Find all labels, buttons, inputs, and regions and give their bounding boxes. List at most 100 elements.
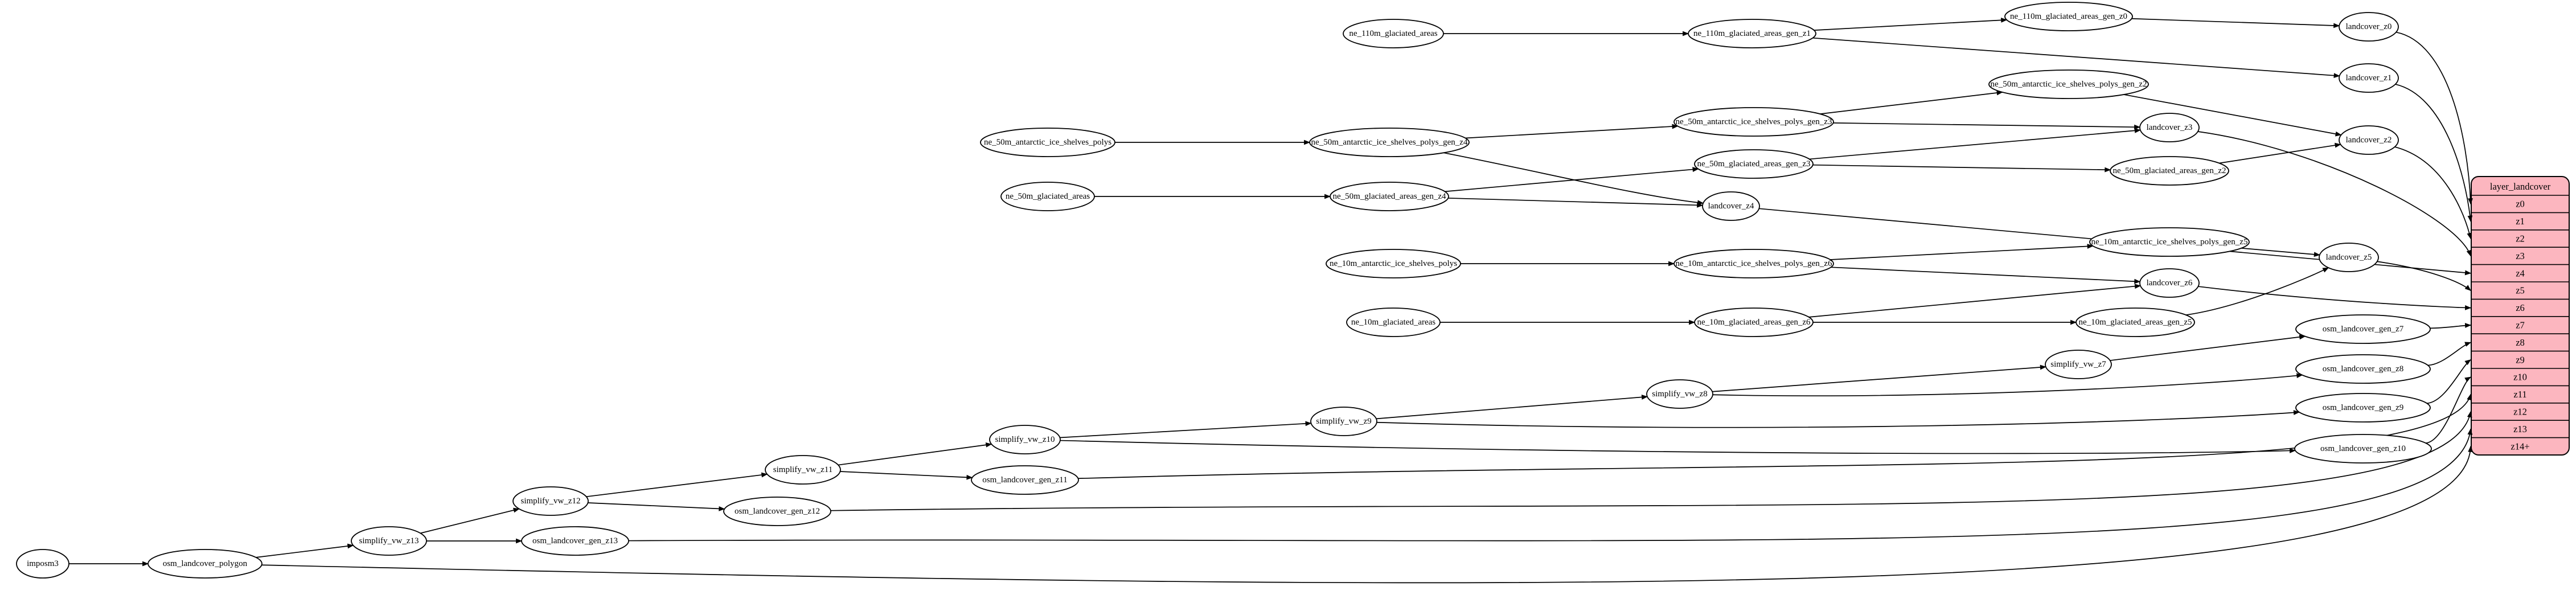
layer-table-title: layer_landcover <box>2490 181 2551 192</box>
node-label: simplify_vw_z13 <box>359 536 419 546</box>
edge-simplify_vw_z10-to-simplify_vw_z9 <box>1060 421 1312 438</box>
node-osm_landcover_gen_z8: osm_landcover_gen_z8 <box>2295 354 2431 384</box>
layer-table-row-z8: z8 <box>2516 337 2525 348</box>
node-ellipse <box>2004 2 2133 31</box>
node-ne_10m_antarctic_ice_shelves_polys_gen_z6: ne_10m_antarctic_ice_shelves_polys_gen_z… <box>1673 249 1834 278</box>
node-label: ne_110m_glaciated_areas_gen_z0 <box>2010 12 2127 21</box>
node-label: landcover_z3 <box>2147 123 2193 132</box>
node-landcover_z3: landcover_z3 <box>2139 113 2200 142</box>
node-ellipse <box>351 526 427 556</box>
edge-osm_landcover_polygon-to-simplify_vw_z13 <box>256 543 354 558</box>
edge-simplify_vw_z13-to-simplify_vw_z12 <box>420 507 520 534</box>
node-label: ne_50m_glaciated_areas <box>1006 192 1090 201</box>
node-label: osm_landcover_polygon <box>163 559 248 568</box>
edge-ne_50m_glaciated_areas_gen_z3-to-landcover_z3 <box>1809 128 2141 160</box>
node-label: landcover_z1 <box>2346 73 2392 83</box>
node-ellipse <box>1646 379 1713 409</box>
node-label: imposm3 <box>27 559 59 568</box>
node-ellipse <box>989 425 1061 454</box>
layer-table-row-z10: z10 <box>2513 372 2527 383</box>
node-ne_10m_antarctic_ice_shelves_polys: ne_10m_antarctic_ice_shelves_polys <box>1326 249 1461 278</box>
layer-table-row-label: z6 <box>2516 302 2525 313</box>
layer-table-row-z9: z9 <box>2516 354 2525 365</box>
node-ellipse <box>1673 107 1834 137</box>
layer-table-row-label: z11 <box>2513 389 2526 400</box>
layer-table-row-label: z14+ <box>2511 441 2529 452</box>
layer-table: layer_landcoverz0z1z2z3z4z5z6z7z8z9z10z1… <box>2471 176 2570 456</box>
layer-table-row-z12: z12 <box>2513 407 2527 417</box>
layer-table-row-z11: z11 <box>2513 389 2526 400</box>
layer-table-row-z14+: z14+ <box>2511 441 2529 452</box>
node-simplify_vw_z12: simplify_vw_z12 <box>512 486 589 516</box>
node-simplify_vw_z11: simplify_vw_z11 <box>765 455 841 485</box>
edge-landcover_z6-to-row-z6 <box>2198 286 2472 310</box>
node-ellipse <box>2139 268 2200 298</box>
node-label: ne_10m_antarctic_ice_shelves_polys <box>1330 259 1457 268</box>
layer-table-row-z0: z0 <box>2516 199 2525 210</box>
edge-osm_landcover_gen_z13-to-row-z13 <box>628 428 2473 542</box>
edge-ne_50m_glaciated_areas_gen_z3-to-ne_50m_glaciated_areas_gen_z2 <box>1812 164 2111 173</box>
edge-ne_10m_glaciated_areas_gen_z6-to-landcover_z6 <box>1808 284 2142 318</box>
node-ellipse <box>2295 354 2431 384</box>
node-label: ne_10m_glaciated_areas <box>1351 318 1435 327</box>
node-ellipse <box>2319 243 2379 272</box>
layer-table-row-label: z12 <box>2513 407 2527 417</box>
layer-table-row-label: z1 <box>2516 216 2525 227</box>
edge-ne_10m_glaciated_areas_gen_z5-to-landcover_z5 <box>2186 267 2329 315</box>
edge-ne_110m_glaciated_areas_gen_z0-to-landcover_z0 <box>2131 18 2340 28</box>
edge-osm_landcover_gen_z7-to-row-z7 <box>2430 323 2472 329</box>
layer-table-row-label: z0 <box>2516 199 2525 210</box>
node-ne_110m_glaciated_areas_gen_z0: ne_110m_glaciated_areas_gen_z0 <box>2004 2 2133 31</box>
node-label: ne_50m_glaciated_areas_gen_z2 <box>2113 166 2226 175</box>
node-landcover_z4: landcover_z4 <box>1702 191 1760 221</box>
node-ne_50m_glaciated_areas_gen_z4: ne_50m_glaciated_areas_gen_z4 <box>1330 182 1449 211</box>
node-label: osm_landcover_gen_z12 <box>735 507 820 516</box>
layer-table-row-label: z5 <box>2516 285 2525 296</box>
edge-landcover_z1-to-row-z1 <box>2395 84 2473 222</box>
node-label: ne_10m_antarctic_ice_shelves_polys_gen_z… <box>1676 259 1832 268</box>
edge-ne_110m_glaciated_areas_gen_z1-to-landcover_z1 <box>1812 37 2340 78</box>
layer-table-row-z4: z4 <box>2516 268 2525 278</box>
edge-landcover_z5-to-row-z5 <box>2377 261 2471 291</box>
layer-table-row-label: z13 <box>2513 424 2527 434</box>
node-imposm3: imposm3 <box>16 549 69 579</box>
node-label: simplify_vw_z10 <box>995 435 1055 444</box>
node-ellipse <box>2089 227 2250 257</box>
node-label: ne_50m_antarctic_ice_shelves_polys_gen_z… <box>1676 117 1832 126</box>
node-landcover_z5: landcover_z5 <box>2319 243 2379 272</box>
edge-osm_landcover_gen_z10-to-row-z10 <box>2426 376 2471 444</box>
node-ne_110m_glaciated_areas_gen_z1: ne_110m_glaciated_areas_gen_z1 <box>1688 19 1816 48</box>
edge-ne_10m_antarctic_ice_shelves_polys_gen_z6-to-landcover_z6 <box>1831 266 2141 284</box>
edge-ne_50m_glaciated_areas_gen_z4-to-landcover_z4 <box>1448 198 1704 208</box>
node-ellipse <box>147 549 262 579</box>
edges-layer <box>69 18 2474 584</box>
layer-table-row-z7: z7 <box>2516 320 2525 331</box>
node-ellipse <box>2339 12 2399 42</box>
node-label: osm_landcover_gen_z10 <box>2320 444 2406 453</box>
node-simplify_vw_z10: simplify_vw_z10 <box>989 425 1061 454</box>
edge-osm_landcover_gen_z12-to-row-z12 <box>830 411 2472 511</box>
node-ne_10m_antarctic_ice_shelves_polys_gen_z5: ne_10m_antarctic_ice_shelves_polys_gen_z… <box>2089 227 2250 257</box>
edge-osm_landcover_gen_z11-to-row-z11 <box>1078 393 2472 479</box>
node-simplify_vw_z8: simplify_vw_z8 <box>1646 379 1713 409</box>
layer-table-row-z6: z6 <box>2516 302 2525 313</box>
node-ellipse <box>2339 63 2399 93</box>
node-ellipse <box>1310 407 1377 436</box>
edge-ne_50m_antarctic_ice_shelves_polys_gen_z4-to-ne_50m_antarctic_ice_shelves_polys_gen_z3 <box>1465 124 1679 139</box>
node-ellipse <box>2110 156 2229 186</box>
node-label: ne_50m_antarctic_ice_shelves_polys_gen_z… <box>1991 80 2147 89</box>
node-label: ne_10m_antarctic_ice_shelves_polys_gen_z… <box>2091 237 2248 247</box>
node-ne_10m_glaciated_areas_gen_z6: ne_10m_glaciated_areas_gen_z6 <box>1694 307 1814 337</box>
node-ne_10m_glaciated_areas_gen_z5: ne_10m_glaciated_areas_gen_z5 <box>2075 307 2195 337</box>
node-ellipse <box>2294 434 2432 464</box>
edge-simplify_vw_z8-to-osm_landcover_gen_z8 <box>1712 373 2303 396</box>
node-landcover_z6: landcover_z6 <box>2139 268 2200 298</box>
node-ellipse <box>980 128 1115 157</box>
edge-ne_50m_antarctic_ice_shelves_polys_gen_z2-to-landcover_z2 <box>2123 94 2342 137</box>
edge-landcover_z2-to-row-z2 <box>2394 146 2472 240</box>
node-ellipse <box>2295 314 2431 344</box>
node-landcover_z0: landcover_z0 <box>2339 12 2399 42</box>
node-label: ne_50m_glaciated_areas_gen_z3 <box>1697 159 1810 169</box>
edge-simplify_vw_z12-to-simplify_vw_z11 <box>586 472 768 498</box>
node-ellipse <box>1688 19 1816 48</box>
